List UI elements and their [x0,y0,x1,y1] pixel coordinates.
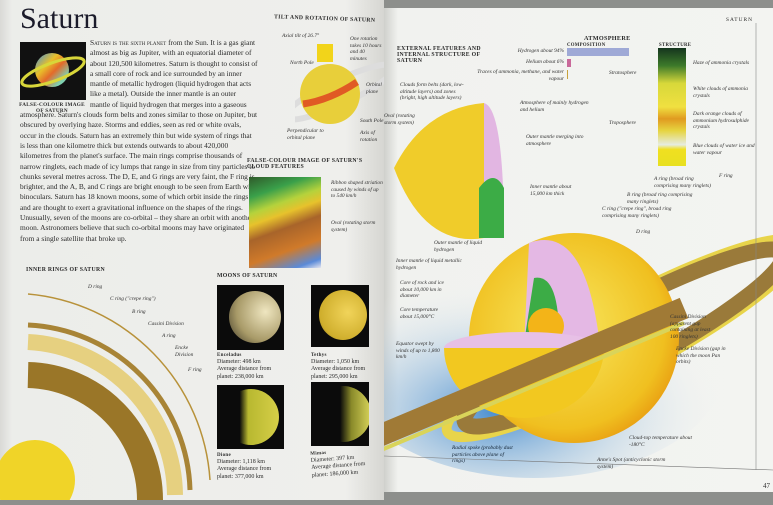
left-page: Saturn Saturn is the sixth planet from t… [0,0,398,505]
layer-blue-clouds: Blue clouds of water ice and water vapou… [693,143,755,156]
intro-text: Saturn is the sixth planet from the Sun.… [20,38,258,244]
structure-label: Structure [659,43,692,48]
cloud-top-label: Cloud-top temperature about -180°C [629,435,692,448]
layer-haze: Haze of ammonia crystals [693,60,750,66]
false-colour-caption: False-colour image of Saturn [19,102,85,114]
cloud-features-image [249,177,321,268]
inner-rings-heading: Inner rings of Saturn [26,267,105,273]
outer-mantle-label: Outer mantle of liquid hydrogen [434,240,483,253]
enceladus-image [217,285,284,350]
atmosphere-label: Atmosphere of mainly hydrogen and helium [520,100,589,113]
ring-label-encke: Encke Division [175,345,194,358]
layer-orange-clouds: Dark orange clouds of ammonium hydrosulp… [693,111,749,131]
f-ring-label: F ring [719,173,733,179]
structure-heading: External features and internal structure… [397,46,481,64]
troposphere-label: Troposphere [609,120,636,126]
oval-label: Oval (rotating storm system) [331,220,376,233]
b-ring-label: B ring (broad ring comprising many ringl… [627,192,693,205]
page-number: 47 [763,482,770,490]
helium-label: Helium about 6% [525,59,564,65]
page-title: Saturn [20,2,99,35]
helium-bar [567,59,571,67]
c-ring-label: C ring ("crepe ring", broad ring compris… [602,206,672,219]
false-colour-saturn-image [20,42,86,100]
tilt-heading: Tilt and rotation of Saturn [273,14,376,24]
equator-label: Equator swept by winds of up to 1,800 km… [396,341,440,361]
inner-rings-diagram [0,280,215,505]
cassini-label: Cassini Division (apparent gap containin… [670,314,711,340]
perpendicular-label: Perpendicular to orbital plane [287,128,324,141]
tethys-image [311,285,369,347]
hydrogen-bar [567,48,629,56]
mimas-image [311,382,369,446]
cloud-heading: False-colour image of Saturn's cloud fea… [247,158,363,170]
orbital-plane-label: Orbital plane [366,82,382,95]
right-page: Saturn 47 External features and internal… [344,8,773,492]
layer-white-clouds: White clouds of ammonia crystals [693,86,748,99]
ring-label-c: C ring ("crepe ring") [110,296,156,302]
d-ring-label: D ring [636,229,651,235]
atmosphere-structure-column [658,48,686,166]
encke-label: Encke Division (gap in which the moon Pa… [676,346,726,366]
running-head: Saturn [726,17,753,23]
composition-label: Composition [567,43,606,48]
saturn-cutaway-illustration [344,8,773,492]
hydrogen-label: Hydrogen about 94% [517,48,564,54]
core-label: Core of rock and ice about 10,000 km in … [400,280,444,300]
dione-image [217,385,284,449]
clouds-label: Clouds form belts (dark, low-altitude la… [400,82,464,102]
inner-mantle-thick-label: Inner mantle about 15,000 km thick [530,184,572,197]
axis-label: Axis of rotation [360,130,378,143]
inner-mantle-label: Inner mantle of liquid metallic hydrogen [396,258,462,271]
traces-label: Traces of ammonia, methane, and water va… [477,69,564,82]
spokes-label: Radial spoke (probably dust particles ab… [452,445,513,465]
axial-tilt-label: Axial tilt of 26.7° [282,33,320,39]
ring-label-d: D ring [88,284,103,290]
moons-heading: Moons of Saturn [217,273,278,279]
oval-storm-label: Oval (rotating storm system) [384,113,415,126]
core-temp-label: Core temperature about 15,000°C [400,307,439,320]
annes-spot-label: Anne's Spot (anticyclonic storm system) [597,457,666,470]
ring-label-f: F ring [188,367,202,373]
ring-label-b: B ring [132,309,146,315]
intro-lead: Saturn is the sixth planet [90,38,167,47]
ribbon-label: Ribbon shaped striation caused by winds … [331,180,383,200]
traces-bar [567,70,568,79]
atmosphere-heading: Atmosphere [584,35,631,42]
rotation-label: One rotation takes 10 hours and 40 minut… [350,36,382,62]
intro-body: from the Sun. It is a gas giant almost a… [20,38,258,243]
ring-label-a: A ring [162,333,176,339]
stratosphere-label: Stratosphere [609,70,637,76]
north-pole-label: North Pole [290,60,314,66]
a-ring-label: A ring (broad ring comprising many ringl… [654,176,711,189]
south-pole-label: South Pole [360,118,384,124]
outer-mantle-merge-label: Outer mantle merging into atmosphere [526,134,584,147]
ring-label-cassini: Cassini Division [148,321,184,327]
